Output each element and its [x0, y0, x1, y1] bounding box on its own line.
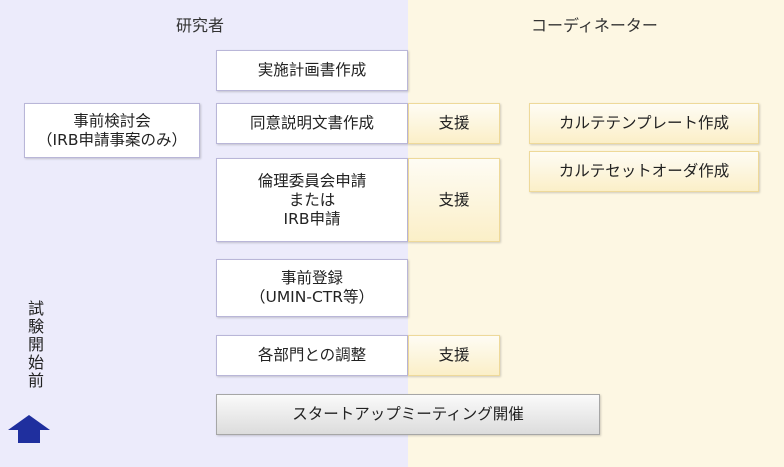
- consent-document-box: 同意説明文書作成: [216, 103, 408, 144]
- pre-review-line2: （IRB申請事案のみ）: [37, 130, 187, 149]
- ethics-line1: 倫理委員会申請: [257, 171, 367, 190]
- before-trial-start-label: 試験開始前: [25, 300, 44, 390]
- support-box-consent: 支援: [408, 103, 500, 144]
- kickoff-meeting-label: スタートアップミーティング開催: [292, 405, 524, 423]
- chart-order-set-label: カルテセットオーダ作成: [558, 162, 730, 180]
- support-label: 支援: [438, 190, 470, 209]
- department-coordination-label: 各部門との調整: [257, 346, 367, 364]
- support-box-ethics: 支援: [408, 158, 500, 242]
- registration-line2: （UMIN-CTR等）: [249, 288, 375, 306]
- ethics-line3: IRB申請: [283, 209, 341, 228]
- registration-line1: 事前登録: [280, 269, 343, 287]
- ethics-application-box: 倫理委員会申請 または IRB申請: [216, 158, 408, 242]
- up-arrow-icon: [8, 415, 50, 443]
- coordinator-header: コーディネーター: [531, 16, 658, 35]
- chart-template-box: カルテテンプレート作成: [529, 103, 759, 144]
- chart-order-set-box: カルテセットオーダ作成: [529, 151, 759, 192]
- ethics-line2: または: [288, 190, 336, 209]
- pre-registration-box: 事前登録 （UMIN-CTR等）: [216, 259, 408, 317]
- researcher-header: 研究者: [176, 16, 225, 35]
- pre-review-line1: 事前検討会: [73, 111, 151, 130]
- protocol-creation-box: 実施計画書作成: [216, 50, 408, 91]
- support-box-coordination: 支援: [408, 335, 500, 376]
- support-label: 支援: [438, 114, 470, 132]
- pre-review-meeting-box: 事前検討会 （IRB申請事案のみ）: [24, 103, 200, 158]
- kickoff-meeting-box: スタートアップミーティング開催: [216, 394, 600, 435]
- protocol-creation-label: 実施計画書作成: [257, 61, 367, 79]
- chart-template-label: カルテテンプレート作成: [558, 114, 730, 132]
- department-coordination-box: 各部門との調整: [216, 335, 408, 376]
- support-label: 支援: [438, 346, 470, 364]
- consent-document-label: 同意説明文書作成: [249, 114, 374, 132]
